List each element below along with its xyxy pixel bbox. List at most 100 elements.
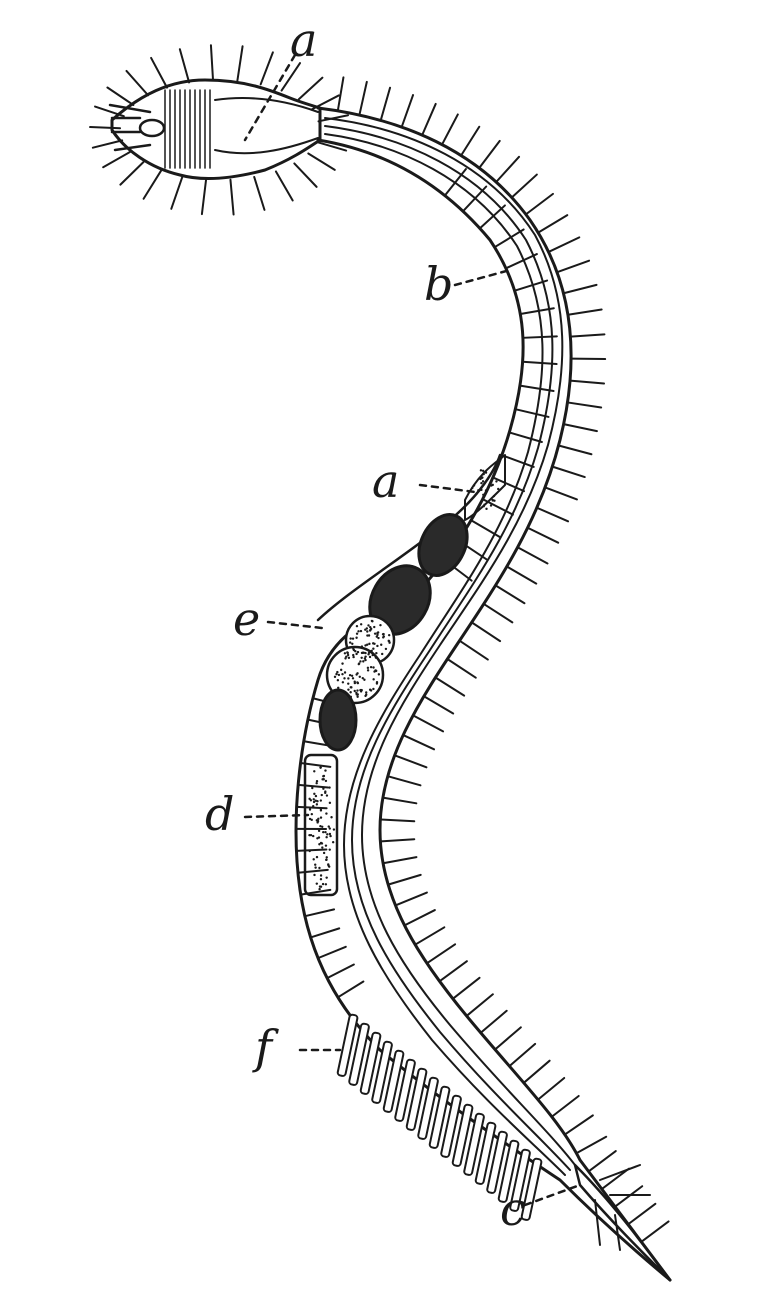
stipple-dot: [320, 874, 322, 876]
stipple-dot: [347, 652, 349, 654]
bristle: [526, 194, 553, 215]
stipple-dot: [351, 643, 353, 645]
bristle: [211, 45, 213, 80]
bristle: [509, 1044, 535, 1066]
stipple-dot: [313, 793, 315, 795]
stipple-dot: [323, 852, 325, 854]
stipple-dot: [315, 782, 317, 784]
bristle: [528, 528, 559, 543]
stipple-dot: [364, 655, 366, 657]
bristle: [327, 965, 354, 979]
stipple-dot: [325, 883, 327, 885]
bristle: [402, 95, 413, 127]
bristle: [479, 141, 500, 168]
stipple-dot: [318, 888, 320, 890]
stipple-dot: [340, 669, 342, 671]
stipple-dot: [360, 623, 362, 625]
stipple-dot: [325, 859, 327, 861]
stipple-dot: [355, 692, 357, 694]
stipple-dot: [373, 643, 375, 645]
stipple-dot: [371, 654, 373, 656]
stipple-dot: [344, 671, 346, 673]
stipple-dot: [310, 799, 312, 801]
stipple-dot: [337, 679, 339, 681]
bristle: [460, 641, 488, 660]
stipple-dot: [329, 848, 331, 850]
stipple-dot: [321, 794, 323, 796]
stipple-dot: [316, 856, 318, 858]
stipple-dot: [362, 660, 364, 662]
stipple-dot: [368, 643, 370, 645]
stipple-dot: [381, 653, 383, 655]
stipple-dot: [367, 667, 369, 669]
stipple-dot: [376, 632, 378, 634]
bristle: [559, 446, 592, 455]
stipple-dot: [366, 630, 368, 632]
bristle: [180, 49, 189, 82]
stipple-dot: [356, 633, 358, 635]
bristle: [552, 1096, 579, 1117]
stipple-dot: [370, 666, 372, 668]
stipple-dot: [367, 624, 369, 626]
bristle: [440, 961, 467, 981]
stipple-dot: [481, 476, 483, 478]
bristle: [509, 432, 542, 442]
bristle: [261, 52, 273, 84]
stipple-dot: [354, 690, 356, 692]
label-a-head: a: [290, 13, 317, 67]
stipple-dot: [364, 695, 366, 697]
stipple-dot: [321, 846, 323, 848]
stipple-dot: [311, 787, 313, 789]
stipple-dot: [360, 690, 362, 692]
stipple-dot: [313, 770, 315, 772]
stipple-dot: [319, 766, 321, 768]
stipple-dot: [358, 662, 360, 664]
bristle: [600, 1165, 640, 1180]
stipple-dot: [371, 620, 373, 622]
stipple-dot: [482, 494, 484, 496]
bristle: [359, 82, 366, 115]
label-d: d: [205, 787, 234, 841]
stipple-dot: [317, 818, 319, 820]
stipple-dot: [314, 863, 316, 865]
stipple-dot: [376, 645, 378, 647]
bristle: [518, 547, 548, 563]
stipple-dot: [360, 630, 362, 632]
stipple-dot: [328, 786, 330, 788]
bristle: [388, 875, 421, 885]
stipple-dot: [379, 624, 381, 626]
reproductive-organs: [305, 455, 505, 895]
stipple-dot: [347, 688, 349, 690]
stipple-dot: [487, 478, 489, 480]
bristle: [568, 402, 602, 407]
stipple-dot: [362, 652, 364, 654]
stipple-dot: [492, 499, 494, 501]
bristle: [388, 776, 421, 785]
bristle: [395, 893, 426, 906]
stipple-dot: [343, 677, 345, 679]
stipple-dot: [482, 470, 484, 472]
bristle: [230, 180, 233, 215]
stipple-dot: [350, 686, 352, 688]
stipple-dot: [356, 681, 358, 683]
bristle: [537, 508, 568, 522]
bristle: [538, 215, 567, 232]
bristle: [120, 162, 143, 184]
bristle: [564, 285, 597, 293]
bristle: [549, 237, 580, 252]
bristle: [90, 127, 120, 128]
stipple-dot: [382, 633, 384, 635]
bristle: [427, 944, 455, 963]
stipple-dot: [372, 688, 374, 690]
stipple-dot: [482, 473, 484, 475]
stipple-dot: [342, 681, 344, 683]
bristle: [380, 839, 414, 841]
stipple-dot: [342, 690, 344, 692]
stipple-dot: [349, 641, 351, 643]
stipple-dot: [325, 844, 327, 846]
stipple-dot: [372, 648, 374, 650]
stipple-dot: [351, 675, 353, 677]
stipple-dot: [485, 489, 487, 491]
bristle: [615, 1186, 642, 1206]
stipple-dot: [338, 674, 340, 676]
